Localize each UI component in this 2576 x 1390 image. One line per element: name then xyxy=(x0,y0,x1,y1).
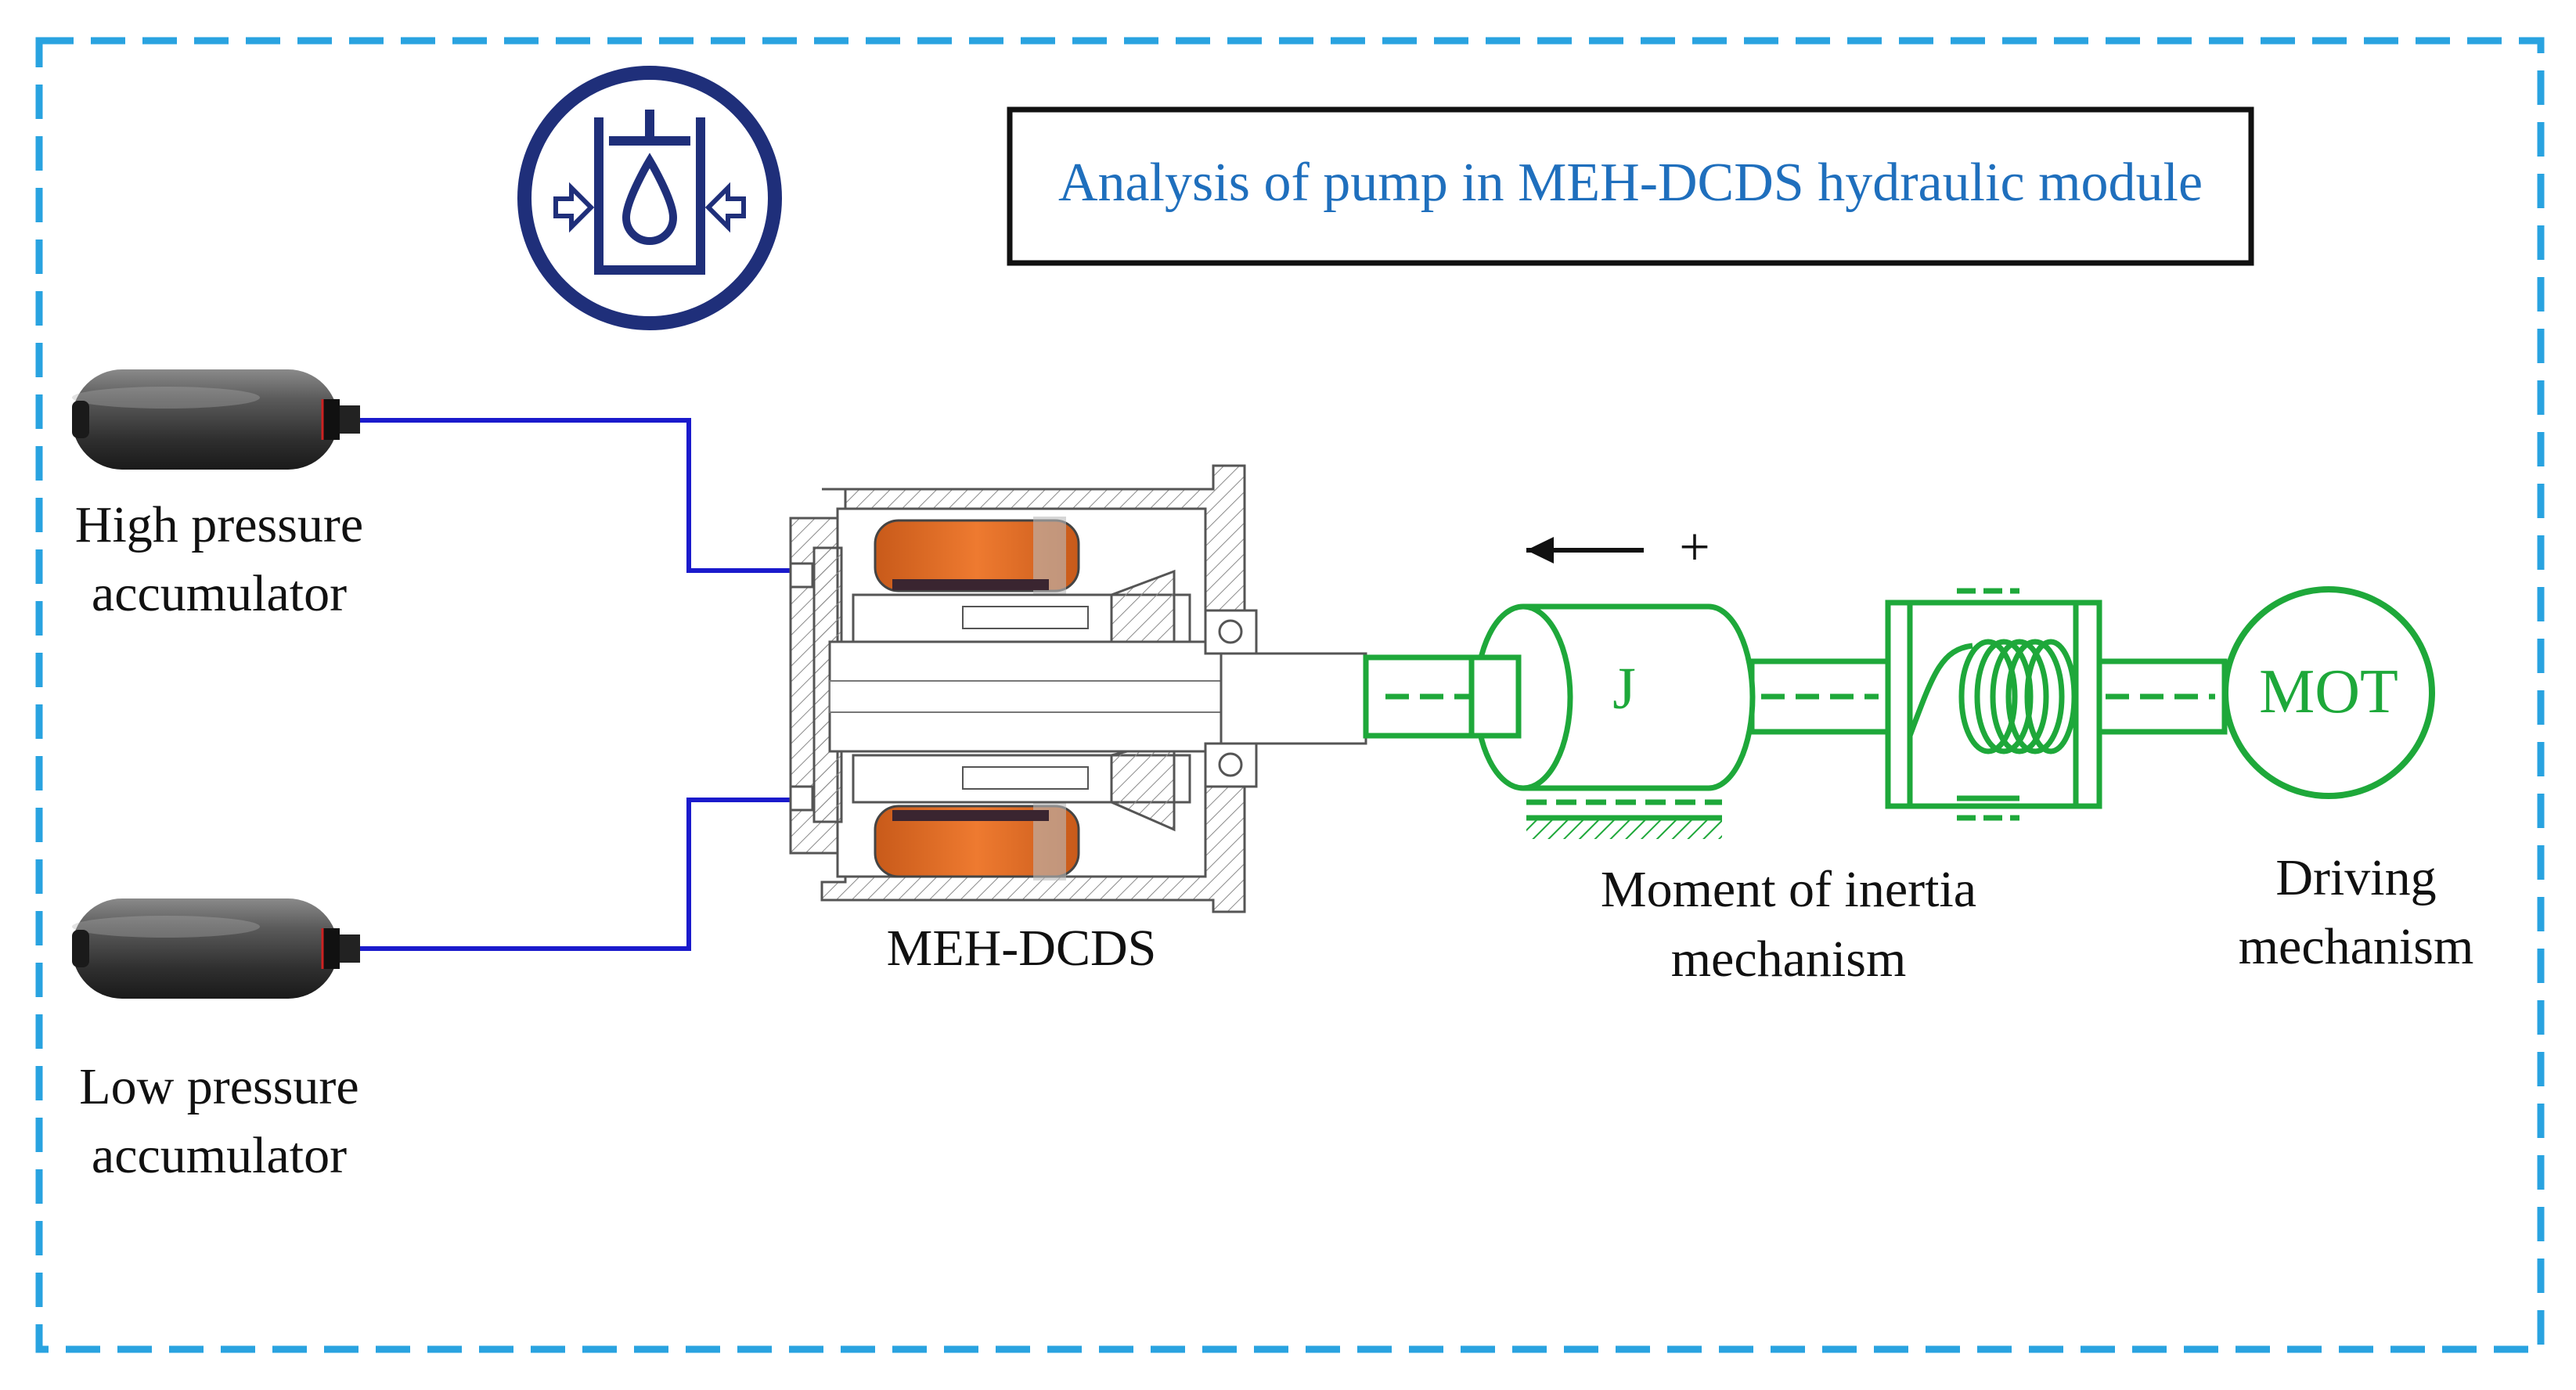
pump-label: MEH-DCDS xyxy=(887,920,1157,977)
meh-dcds-pump-section xyxy=(789,464,1367,913)
inertia-mechanism-label-line1: Moment of inertia xyxy=(1601,861,1976,918)
inertia-disc-icon: J xyxy=(1468,603,1756,791)
low-pressure-label-line1: Low pressure xyxy=(79,1058,358,1115)
high-pressure-accumulator-icon xyxy=(70,368,362,471)
title-box: Analysis of pump in MEH-DCDS hydraulic m… xyxy=(1007,106,2254,266)
ground-support xyxy=(1526,799,1722,839)
motor-icon: MOT xyxy=(2222,586,2435,799)
inertia-mechanism-label-line2: mechanism xyxy=(1671,931,1907,988)
diagram-title: Analysis of pump in MEH-DCDS hydraulic m… xyxy=(1058,153,2203,213)
hydraulic-lines xyxy=(358,418,791,951)
dashed-frame xyxy=(35,37,2545,1353)
low-pressure-accumulator-icon xyxy=(70,897,362,1000)
hydraulic-pump-badge-icon xyxy=(517,66,782,330)
inertia-symbol: J xyxy=(1612,656,1636,722)
torsion-spring-coupling-icon xyxy=(1885,588,2102,821)
rotation-direction-arrow xyxy=(1526,537,1644,564)
direction-plus-sign: + xyxy=(1679,517,1710,578)
high-pressure-label-line1: High pressure xyxy=(75,496,363,553)
high-pressure-label-line2: accumulator xyxy=(92,565,347,622)
motor-label: MOT xyxy=(2259,657,2398,726)
driving-mechanism-label-line1: Driving xyxy=(2275,849,2436,906)
driving-mechanism-label-line2: mechanism xyxy=(2239,918,2474,975)
low-pressure-label-line2: accumulator xyxy=(92,1127,347,1184)
